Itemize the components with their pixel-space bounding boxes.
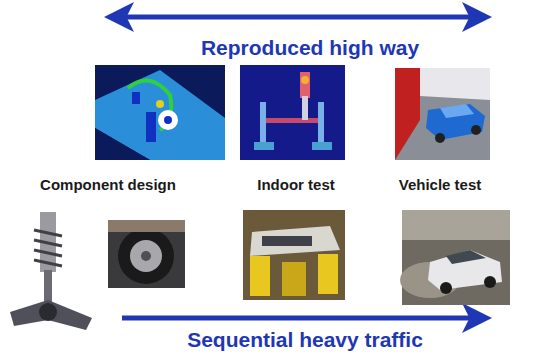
rig-image (240, 65, 345, 160)
stage-label: Indoor test (257, 176, 335, 193)
arrow-caption: Reproduced high way (201, 36, 419, 60)
single-arrow (122, 316, 482, 321)
arrow-caption: Sequential heavy traffic (187, 328, 423, 352)
stage-label: Vehicle test (399, 176, 482, 193)
stage-label: Component design (40, 176, 176, 193)
vehicle-sim-image (395, 68, 490, 160)
double-arrow (124, 15, 482, 20)
car-photo (400, 210, 510, 305)
wheel-photo (108, 220, 185, 288)
strut-photo (2, 210, 98, 345)
cad-image (95, 65, 225, 160)
rig-photo (243, 210, 345, 300)
